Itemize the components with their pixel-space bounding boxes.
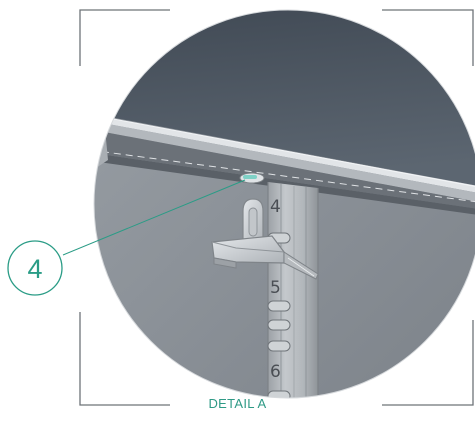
magnified-scene: 4 5 6 [94, 10, 475, 398]
frame-underside [94, 129, 475, 212]
rail-slot [267, 319, 291, 331]
frame-edge-light [94, 116, 475, 197]
bracket-bottom-left [79, 312, 170, 406]
bracket-side-arm [283, 251, 319, 280]
callout-balloon: 4 [7, 240, 63, 296]
left-frame-post [94, 118, 108, 168]
callout-number: 4 [27, 254, 42, 284]
rail-number-4: 4 [270, 197, 281, 217]
callout-leader [62, 179, 246, 256]
frame-edge-mid [94, 121, 475, 206]
detail-caption: DETAIL A [208, 396, 267, 411]
callout-circle [7, 240, 63, 296]
bracket-tab-slot [248, 207, 258, 237]
rail-number-6: 6 [270, 362, 281, 382]
bracket-top-left [79, 9, 170, 66]
shelf-bracket [211, 198, 319, 280]
ceiling-panel [94, 10, 475, 190]
pin-highlight [243, 175, 257, 179]
rail-slot [267, 300, 291, 312]
bracket-top-right [382, 9, 474, 66]
bracket-arm-edge [287, 257, 315, 277]
fastener-pin [239, 172, 265, 184]
detail-frame-brackets [79, 9, 474, 406]
rail-slot [267, 340, 291, 352]
frame-highlight-line [107, 117, 475, 192]
bracket-front-lip [213, 257, 237, 269]
frame-dash-line [94, 149, 475, 206]
rail-slot [267, 390, 291, 398]
detail-circle-outline [93, 9, 475, 399]
bracket-bottom-right [382, 320, 474, 406]
rail-number-5: 5 [270, 278, 281, 298]
bracket-fold [211, 241, 285, 253]
